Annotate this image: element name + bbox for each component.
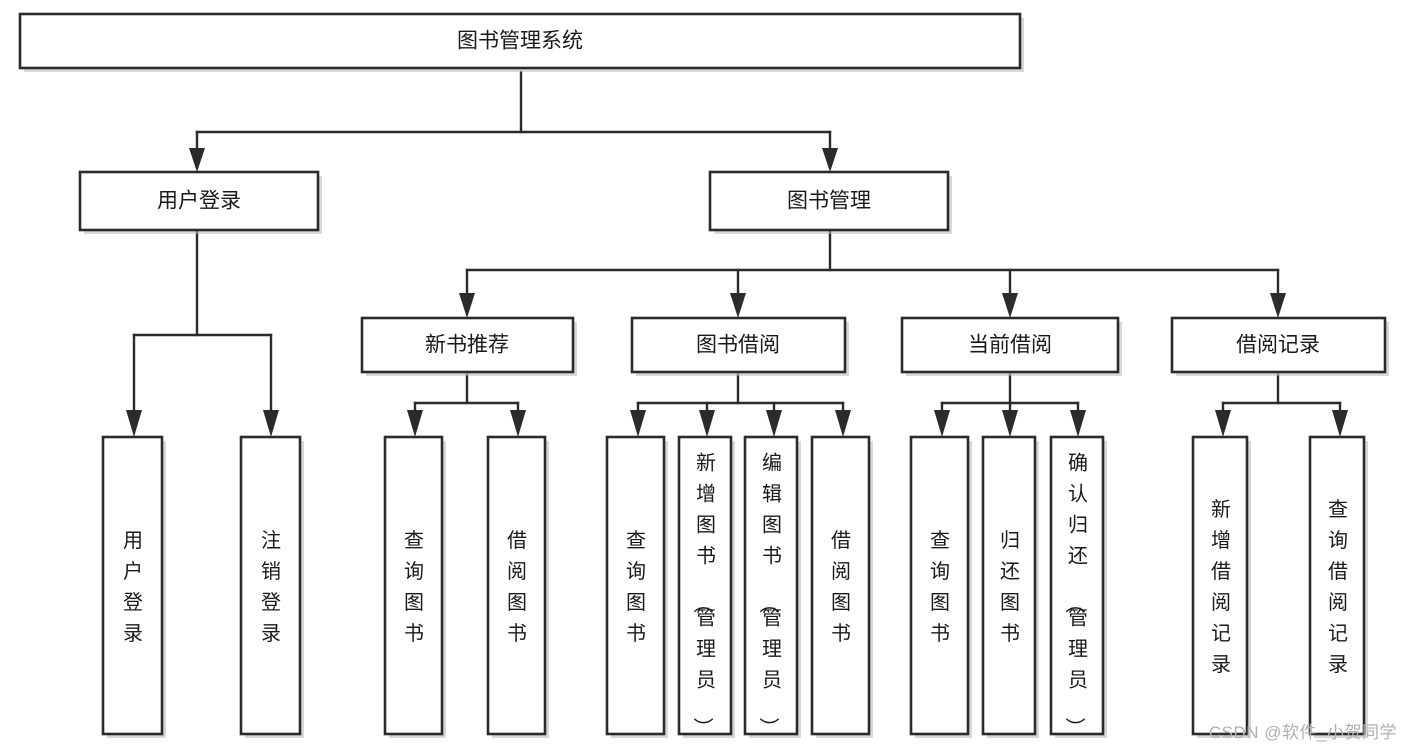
arrow-borrow-record-leaf-2 xyxy=(1332,410,1348,437)
leaf-borrow-record-1-box[interactable] xyxy=(1191,435,1249,736)
leaf-new-book-1-box[interactable] xyxy=(383,435,444,736)
node-current-borrow[interactable]: 当前借阅 xyxy=(900,316,1122,376)
arrow-user-login-leaf-1 xyxy=(126,410,142,437)
connector-layer xyxy=(126,70,1348,437)
leaf-book-borrow-1-label: 查询图书 xyxy=(626,529,646,645)
leaf-borrow-record-2-label: 查询借阅记录 xyxy=(1328,498,1348,676)
leaf-book-borrow-1[interactable]: 查询图书 xyxy=(605,435,668,738)
arrow-to-borrow-record xyxy=(1270,293,1286,318)
node-current-borrow-box[interactable] xyxy=(900,316,1120,374)
node-user-login-box[interactable] xyxy=(78,170,320,232)
leaf-user-login-2[interactable]: 注销登录 xyxy=(239,435,304,738)
node-borrow-record[interactable]: 借阅记录 xyxy=(1170,316,1389,376)
leaf-current-borrow-2[interactable]: 归还图书 xyxy=(981,435,1039,738)
arrow-to-book-borrow xyxy=(730,293,746,318)
leaf-current-borrow-3-label: 确认归还（管理员） xyxy=(1063,451,1088,737)
node-book-management[interactable]: 图书管理 xyxy=(708,170,952,234)
arrow-book-borrow-leaf-2 xyxy=(699,410,715,437)
node-new-book-recommend-label: 新书推荐 xyxy=(425,334,509,357)
leaf-book-borrow-2-label: 新增图书（管理员） xyxy=(691,451,716,737)
arrow-to-current-borrow xyxy=(1002,293,1018,318)
node-root-box[interactable] xyxy=(18,12,1022,70)
leaf-book-borrow-4-box[interactable] xyxy=(810,435,871,736)
leaf-current-borrow-2-label: 归还图书 xyxy=(1000,529,1020,645)
leaf-borrow-record-1-label: 新增借阅记录 xyxy=(1211,498,1231,676)
leaf-user-login-2-box[interactable] xyxy=(239,435,302,736)
node-book-management-label: 图书管理 xyxy=(787,190,871,213)
leaf-book-borrow-3-box[interactable] xyxy=(743,435,799,736)
node-user-login[interactable]: 用户登录 xyxy=(78,170,322,234)
node-book-borrow-label: 图书借阅 xyxy=(696,334,780,357)
arrow-book-borrow-leaf-1 xyxy=(630,410,646,437)
arrow-current-borrow-leaf-1 xyxy=(934,410,950,437)
node-current-borrow-label: 当前借阅 xyxy=(968,334,1052,357)
leaf-user-login-1[interactable]: 用户登录 xyxy=(101,435,166,738)
node-book-borrow[interactable]: 图书借阅 xyxy=(630,316,849,376)
arrow-current-borrow-leaf-3 xyxy=(1070,410,1086,437)
node-borrow-record-label: 借阅记录 xyxy=(1236,334,1320,357)
leaf-book-borrow-3[interactable]: 编辑图书（管理员） xyxy=(743,435,801,738)
leaf-current-borrow-1-label: 查询图书 xyxy=(930,529,950,645)
node-root-label: 图书管理系统 xyxy=(457,30,583,53)
leaf-new-book-1[interactable]: 查询图书 xyxy=(383,435,446,738)
node-new-book-recommend-box[interactable] xyxy=(360,316,575,374)
leaf-book-borrow-1-box[interactable] xyxy=(605,435,666,736)
arrow-book-borrow-leaf-4 xyxy=(835,410,851,437)
leaf-current-borrow-1-box[interactable] xyxy=(909,435,970,736)
arrow-borrow-record-leaf-1 xyxy=(1215,410,1231,437)
node-user-login-label: 用户登录 xyxy=(157,190,241,213)
arrow-to-new-book-recommend xyxy=(459,293,475,318)
leaf-user-login-2-label: 注销登录 xyxy=(261,529,281,645)
leaf-book-borrow-3-label: 编辑图书（管理员） xyxy=(757,451,782,737)
leaf-new-book-2[interactable]: 借阅图书 xyxy=(486,435,549,738)
node-new-book-recommend[interactable]: 新书推荐 xyxy=(360,316,577,376)
arrow-new-book-leaf-2 xyxy=(510,410,526,437)
leaf-new-book-1-label: 查询图书 xyxy=(404,529,424,645)
leaf-book-borrow-2-box[interactable] xyxy=(677,435,733,736)
leaf-book-borrow-4[interactable]: 借阅图书 xyxy=(810,435,873,738)
leaf-borrow-record-2-box[interactable] xyxy=(1308,435,1366,736)
leaf-new-book-2-label: 借阅图书 xyxy=(507,529,527,645)
arrow-root-to-user-login xyxy=(189,148,205,172)
arrow-book-borrow-leaf-3 xyxy=(766,410,782,437)
arrow-new-book-leaf-1 xyxy=(407,410,423,437)
leaf-current-borrow-1[interactable]: 查询图书 xyxy=(909,435,972,738)
leaf-borrow-record-1[interactable]: 新增借阅记录 xyxy=(1191,435,1251,738)
leaf-borrow-record-2[interactable]: 查询借阅记录 xyxy=(1308,435,1368,738)
leaf-user-login-1-box[interactable] xyxy=(101,435,164,736)
leaf-current-borrow-3-box[interactable] xyxy=(1049,435,1105,736)
node-book-management-box[interactable] xyxy=(708,170,950,232)
node-borrow-record-box[interactable] xyxy=(1170,316,1387,374)
node-root[interactable]: 图书管理系统 xyxy=(18,12,1024,72)
leaf-user-login-1-label: 用户登录 xyxy=(123,530,143,645)
csdn-watermark: CSDN @软件_小贺同学 xyxy=(1208,723,1397,742)
node-book-borrow-box[interactable] xyxy=(630,316,847,374)
arrow-current-borrow-leaf-2 xyxy=(1002,410,1018,437)
arrow-root-to-book-mgmt xyxy=(822,148,838,172)
leaf-new-book-2-box[interactable] xyxy=(486,435,547,736)
arrow-user-login-leaf-2 xyxy=(263,410,279,437)
leaf-book-borrow-2[interactable]: 新增图书（管理员） xyxy=(677,435,735,738)
leaf-current-borrow-3[interactable]: 确认归还（管理员） xyxy=(1049,435,1107,738)
leaf-current-borrow-2-box[interactable] xyxy=(981,435,1037,736)
leaf-book-borrow-4-label: 借阅图书 xyxy=(831,529,851,645)
